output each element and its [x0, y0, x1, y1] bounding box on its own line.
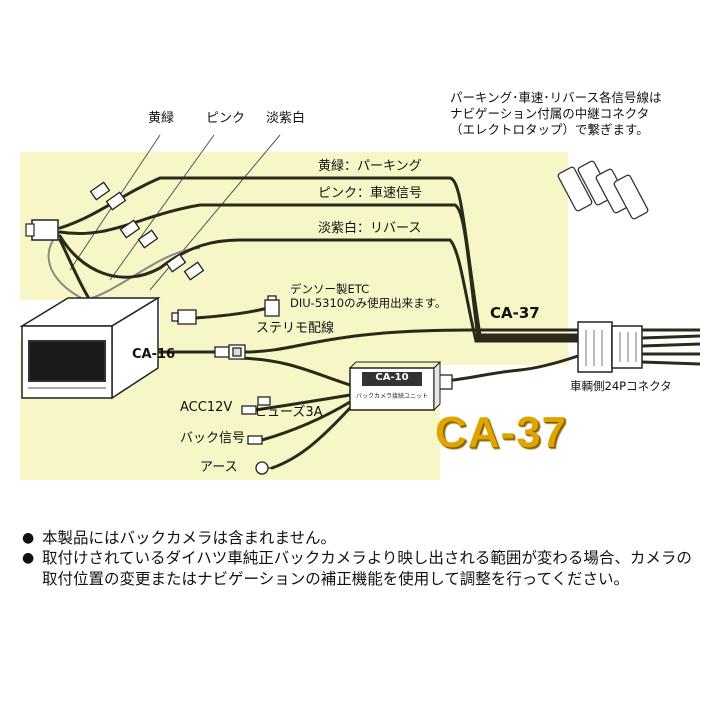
electro-taps: [89, 181, 205, 281]
label-light-purple-white: 淡紫白: [266, 111, 306, 126]
spare-taps: [557, 160, 649, 220]
ca10-unit: [349, 360, 441, 411]
left-plug: [31, 219, 59, 241]
connector-note: パーキング･車速･リバース各信号線は ナビゲーション付属の中継コネクタ （エレク…: [450, 90, 662, 138]
ca37-small-label: CA-37: [490, 304, 540, 322]
vehicle-connector-label: 車輌側24Pコネクタ: [570, 379, 672, 393]
notes-list: ● 本製品にはバックカメラは含まれません。 ● 取付けされているダイハツ車純正バ…: [22, 528, 702, 589]
wire-label-reverse: 淡紫白：リバース: [318, 221, 422, 236]
label-pink: ピンク: [206, 111, 246, 126]
note-line: パーキング･車速･リバース各信号線は: [450, 90, 662, 105]
back-signal-label: バック信号: [180, 431, 246, 446]
bullet-icon: ●: [22, 550, 35, 567]
fuse-label: ヒューズ3A: [254, 405, 323, 420]
wire-label-speed: ピンク：車速信号: [318, 186, 423, 201]
bullet-icon: ●: [22, 530, 35, 546]
label-yellow-green: 黄緑: [148, 111, 175, 126]
acc-label: ACC12V: [180, 400, 233, 415]
ca16-label: CA-16: [132, 347, 176, 362]
etc-line-2: DIU-5310のみ使用出来ます。: [290, 296, 447, 310]
ca10-label: CA-10: [375, 372, 409, 383]
wire-label-parking: 黄緑：パーキング: [318, 159, 422, 174]
navigation-unit: [19, 296, 161, 400]
list-item: ● 本製品にはバックカメラは含まれません。: [22, 528, 702, 548]
ca10-sub-label: バックカメラ接続ユニット: [355, 393, 428, 400]
note-line: ナビゲーション付属の中継コネクタ: [450, 106, 650, 121]
list-item: ● 取付けされているダイハツ車純正バックカメラより映し出される範囲が変わる場合、…: [22, 548, 702, 589]
fuse-and-terminals: [241, 396, 274, 475]
vehicle-connector: [577, 321, 701, 373]
etc-line-1: デンソー製ETC: [290, 282, 370, 296]
bullet-text: 取付けされているダイハツ車純正バックカメラより映し出される範囲が変わる場合、カメ…: [42, 549, 692, 588]
earth-label: アース: [200, 460, 238, 475]
note-line: （エレクトロタップ）で繋ぎます。: [450, 122, 649, 137]
product-title: CA-37: [435, 408, 568, 457]
bullet-text: 本製品にはバックカメラは含まれません。: [42, 529, 337, 547]
upper-panel: [20, 152, 568, 300]
stereo-wiring-label: ステリモ配線: [256, 321, 335, 336]
